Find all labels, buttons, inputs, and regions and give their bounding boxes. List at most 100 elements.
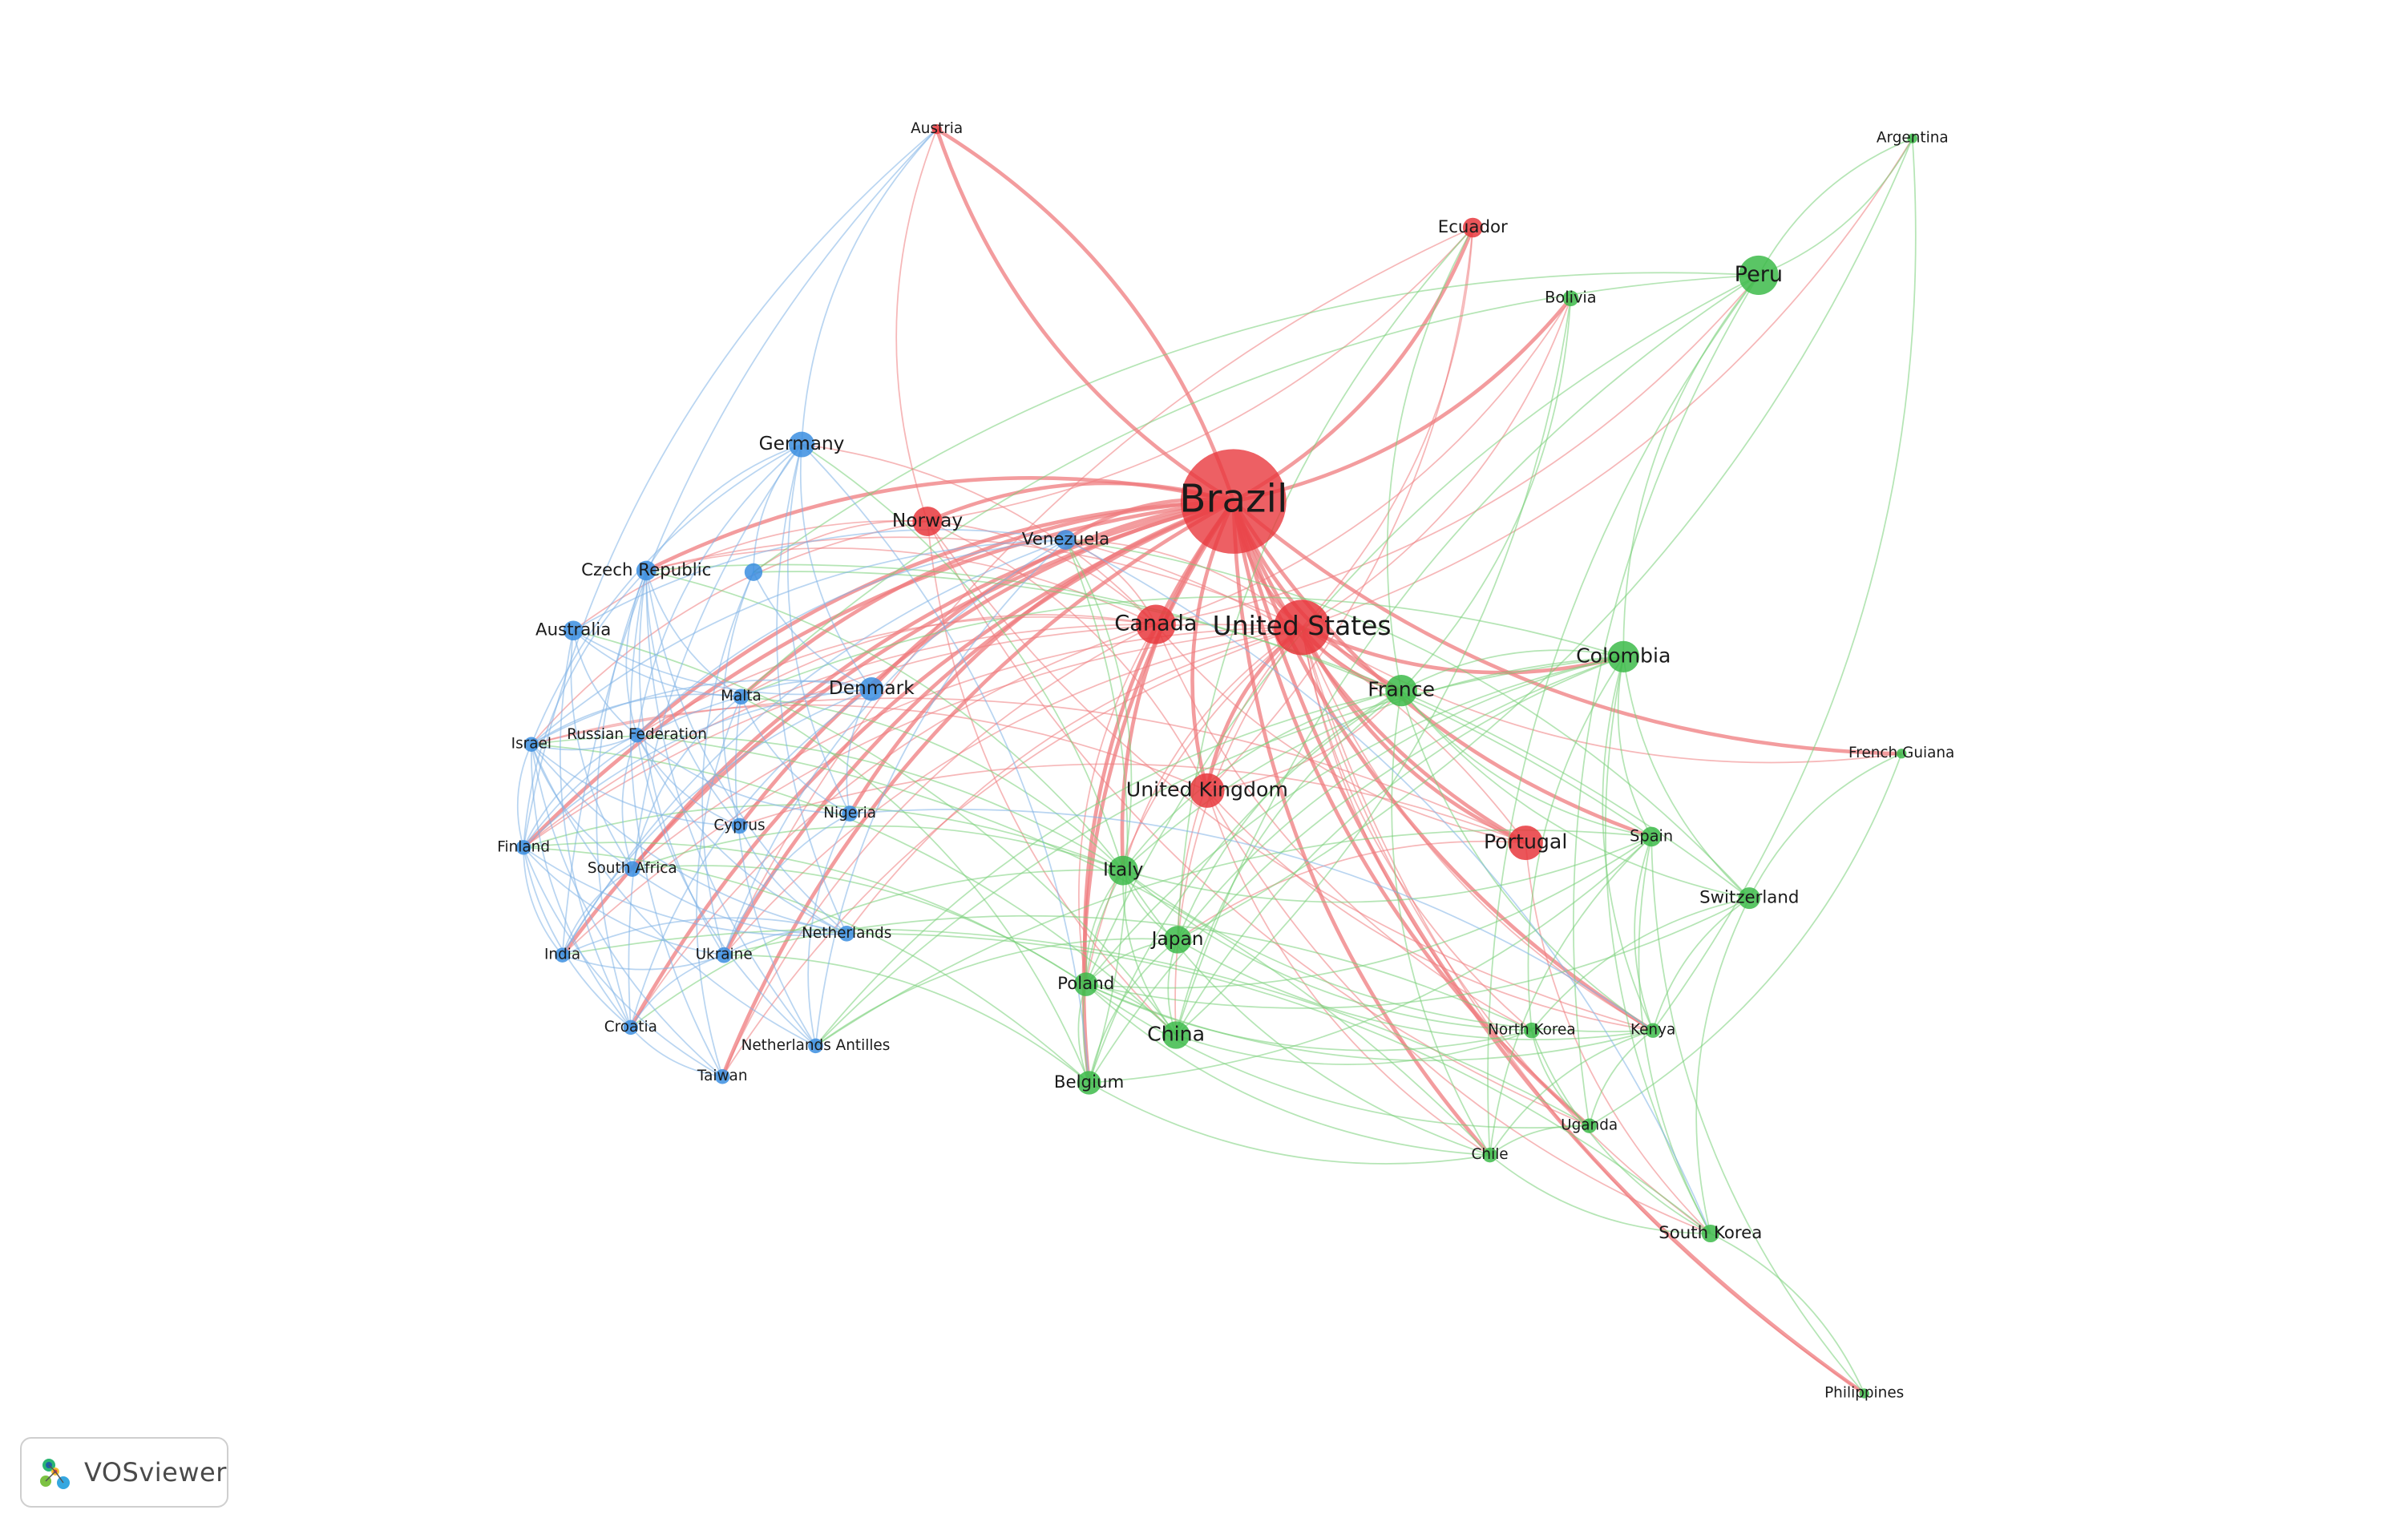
link-germany-denmark <box>799 444 872 690</box>
node-portugal[interactable] <box>1508 826 1543 861</box>
node-croatia[interactable] <box>623 1019 639 1036</box>
node-venezuela[interactable] <box>1056 530 1076 550</box>
node-belgium[interactable] <box>1077 1071 1101 1095</box>
node-netherlands-antilles[interactable] <box>808 1038 823 1054</box>
link-uganda-french-guiana <box>1589 753 1903 1127</box>
node-south-korea[interactable] <box>1701 1224 1719 1243</box>
label-belgium: Belgium <box>1054 1072 1124 1092</box>
node-italy[interactable] <box>1108 855 1138 886</box>
label-argentina: Argentina <box>1877 130 1949 147</box>
link-peru-poland <box>1085 274 1760 985</box>
link-united-states-venezuela <box>1065 539 1303 628</box>
node-uganda[interactable] <box>1582 1118 1597 1133</box>
label-south-africa: South Africa <box>588 860 677 877</box>
link-israel-russian-federation <box>531 734 637 751</box>
node-czech-republic[interactable] <box>636 560 657 581</box>
link-russian-federation-nigeria <box>636 734 850 814</box>
node-chile[interactable] <box>1482 1147 1497 1163</box>
link-united-kingdom-ecuador <box>1206 227 1474 791</box>
link-malta-nigeria <box>740 696 850 814</box>
node-israel[interactable] <box>523 737 539 752</box>
link-united-states-colombia <box>1301 625 1624 675</box>
vosviewer-badge[interactable]: VOSviewer <box>20 1437 228 1508</box>
node-brazil[interactable] <box>1180 449 1287 554</box>
link-japan-netherlands-antilles <box>814 938 1178 1047</box>
link-peru-china <box>1175 274 1760 1036</box>
node-denmark[interactable] <box>859 676 884 701</box>
link-kenya-uganda <box>1588 1030 1654 1126</box>
link-czech-republic-netherlands-antilles <box>645 570 817 1047</box>
link-poland-north-korea <box>1085 983 1533 1052</box>
node-netherlands[interactable] <box>838 925 855 942</box>
node-ukraine[interactable] <box>716 947 733 963</box>
link-united-kingdom-france <box>1206 690 1402 792</box>
link-united-states-kenya <box>1301 627 1654 1032</box>
node-cyprus[interactable] <box>731 818 748 834</box>
node-switzerland[interactable] <box>1738 887 1760 910</box>
node-ecuador[interactable] <box>1462 217 1483 238</box>
link-south-korea-venezuela <box>1065 539 1711 1234</box>
node-taiwan[interactable] <box>714 1069 730 1084</box>
node-france[interactable] <box>1385 674 1417 707</box>
node-bolivia[interactable] <box>1562 290 1579 307</box>
link-united-states-philippines <box>1301 627 1865 1395</box>
link-denmark-israel <box>531 679 872 745</box>
label-north-korea: North Korea <box>1488 1022 1576 1039</box>
link-cyprus-netherlands <box>738 826 847 935</box>
link-israel-netherlands <box>531 744 847 935</box>
node-austria[interactable] <box>931 124 942 135</box>
link-germany-russian-federation <box>636 443 802 736</box>
node-south-africa[interactable] <box>624 861 640 878</box>
node-peru[interactable] <box>1739 255 1779 296</box>
link-unlabeled-blue-denmark <box>753 571 872 690</box>
link-denmark-india <box>561 688 872 956</box>
node-poland[interactable] <box>1073 972 1098 996</box>
node-united-kingdom[interactable] <box>1190 773 1225 808</box>
link-united-states-south-africa <box>632 627 1303 870</box>
link-canada-bolivia <box>1155 297 1572 625</box>
link-italy-croatia <box>630 869 1124 1028</box>
link-france-italy <box>1122 689 1402 871</box>
label-venezuela: Venezuela <box>1022 530 1109 550</box>
link-brazil-finland <box>522 499 1234 849</box>
node-india[interactable] <box>555 947 570 963</box>
label-kenya: Kenya <box>1630 1022 1675 1039</box>
node-colombia[interactable] <box>1607 640 1640 673</box>
link-belgium-venezuela <box>1065 539 1129 1084</box>
link-peru-argentina <box>1758 138 1913 277</box>
label-south-korea: South Korea <box>1659 1223 1762 1243</box>
vosviewer-label: VOSviewer <box>84 1457 227 1488</box>
label-india: India <box>544 947 580 963</box>
label-united-states: United States <box>1213 611 1392 641</box>
link-kenya-argentina <box>1652 138 1917 1032</box>
node-argentina[interactable] <box>1907 133 1917 143</box>
link-united-states-french-guiana <box>1301 627 1902 764</box>
node-japan[interactable] <box>1163 926 1192 954</box>
node-unlabeled-blue[interactable] <box>744 563 763 581</box>
node-china[interactable] <box>1162 1021 1190 1049</box>
node-malta[interactable] <box>733 688 749 705</box>
node-french-guiana[interactable] <box>1896 749 1907 759</box>
link-belgium-finland <box>523 846 1090 1084</box>
link-italy-israel <box>531 735 1124 871</box>
node-norway[interactable] <box>912 507 943 536</box>
node-kenya[interactable] <box>1645 1023 1661 1038</box>
link-colombia-france <box>1400 649 1624 692</box>
link-france-kenya <box>1400 690 1654 1032</box>
link-colombia-china <box>1175 656 1624 1036</box>
node-united-states[interactable] <box>1274 600 1330 656</box>
node-finland[interactable] <box>515 840 531 855</box>
link-france-spain <box>1400 690 1652 838</box>
node-north-korea[interactable] <box>1524 1022 1540 1039</box>
node-australia[interactable] <box>563 620 584 641</box>
link-colombia-north-korea <box>1527 656 1625 1031</box>
node-philippines[interactable] <box>1859 1388 1869 1399</box>
node-spain[interactable] <box>1641 826 1662 847</box>
node-germany[interactable] <box>788 431 815 458</box>
node-canada[interactable] <box>1136 604 1176 644</box>
link-norway-australia <box>572 520 928 632</box>
node-russian-federation[interactable] <box>629 728 644 743</box>
node-nigeria[interactable] <box>842 805 859 822</box>
link-israel-south-africa <box>530 744 633 870</box>
